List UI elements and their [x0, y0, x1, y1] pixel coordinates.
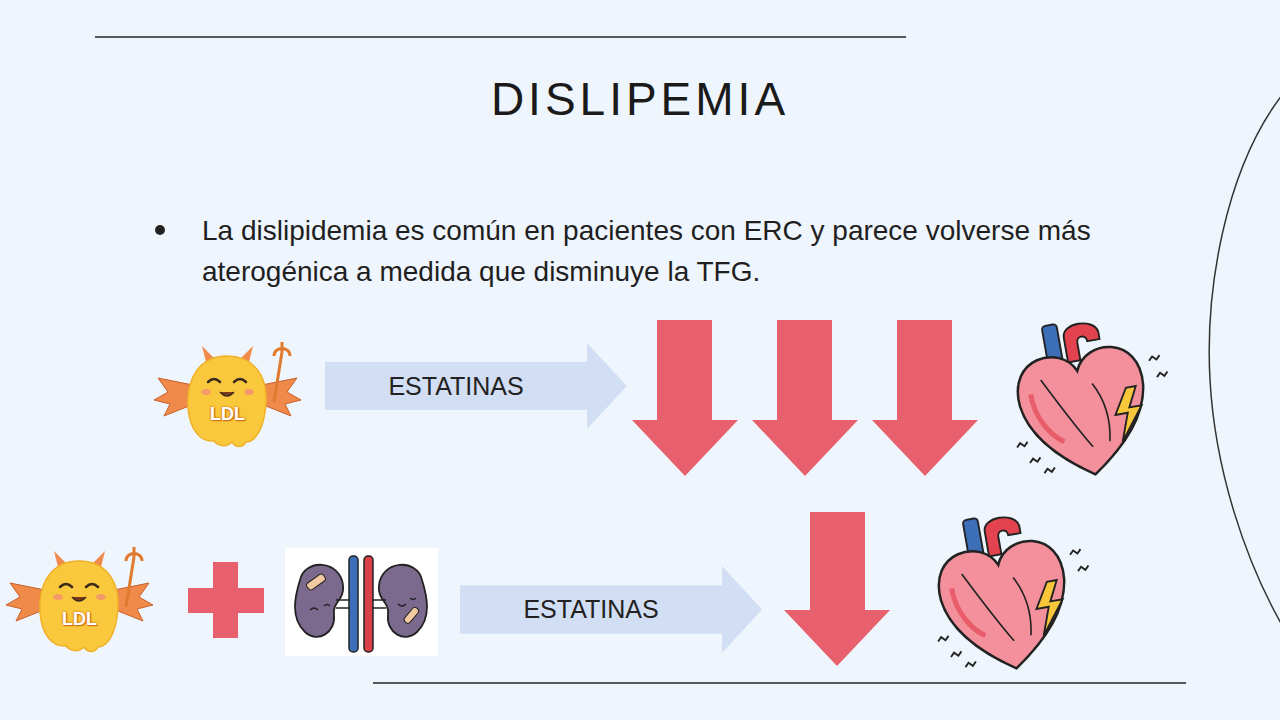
monster-shape [2, 543, 157, 658]
arrow-label: ESTATINAS [327, 343, 585, 429]
statin-arrow: ESTATINAS [325, 343, 627, 429]
ldl-monster: LDL [150, 338, 305, 453]
arrow-label: ESTATINAS [462, 566, 720, 653]
top-rule [95, 36, 906, 38]
heart-icon [997, 306, 1183, 487]
bottom-rule [373, 682, 1186, 684]
statin-arrow: ESTATINAS [460, 566, 762, 653]
monster-shape [150, 338, 305, 453]
ldl-monster: LDL [2, 543, 157, 658]
ldl-label: LDL [197, 402, 259, 426]
slide-title: DISLIPEMIA [340, 72, 940, 126]
plus-sign [188, 562, 264, 638]
ldl-label: LDL [49, 607, 111, 631]
bullet-text: La dislipidemia es común en pacientes co… [202, 210, 1092, 292]
bullet-dot [155, 225, 165, 235]
kidney-icon [285, 548, 438, 656]
heart-icon [918, 500, 1104, 681]
frame-arc [1209, 95, 1280, 625]
